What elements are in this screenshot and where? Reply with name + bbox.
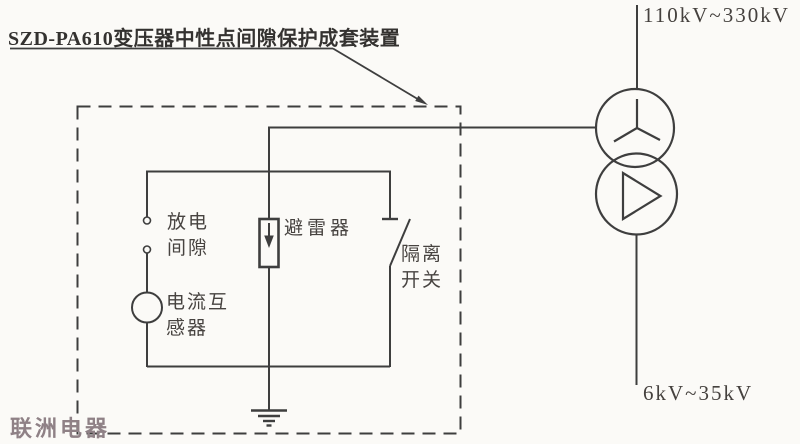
discharge-gap-symbol xyxy=(142,170,152,293)
current-transformer-label: 电流互感器 xyxy=(166,292,230,339)
neutral-wire xyxy=(268,126,596,219)
transformer-symbol xyxy=(594,87,679,236)
wye-winding-icon xyxy=(613,99,661,143)
ground-icon xyxy=(251,409,287,427)
hv-voltage-label: 110kV~330kV xyxy=(643,3,790,27)
isolator-switch-label: 隔离开关 xyxy=(401,244,444,291)
discharge-gap-label: 放电间隙 xyxy=(167,212,210,259)
delta-winding-icon xyxy=(621,171,663,221)
arrester-arrow-icon xyxy=(264,235,274,248)
leader-arrowhead-icon xyxy=(415,95,428,105)
watermark-text: 联洲电器 xyxy=(10,416,111,441)
lv-voltage-label: 6kV~35kV xyxy=(643,381,754,405)
isolator-switch-symbol xyxy=(382,170,411,367)
arrester-label: 避雷器 xyxy=(284,218,354,239)
title-leader-line xyxy=(10,47,428,105)
protection-device-boundary-box xyxy=(76,105,462,435)
current-transformer-symbol xyxy=(131,291,163,367)
arrester-symbol xyxy=(258,217,280,410)
diagram-title: SZD-PA610变压器中性点间隙保护成套装置 xyxy=(8,28,401,50)
